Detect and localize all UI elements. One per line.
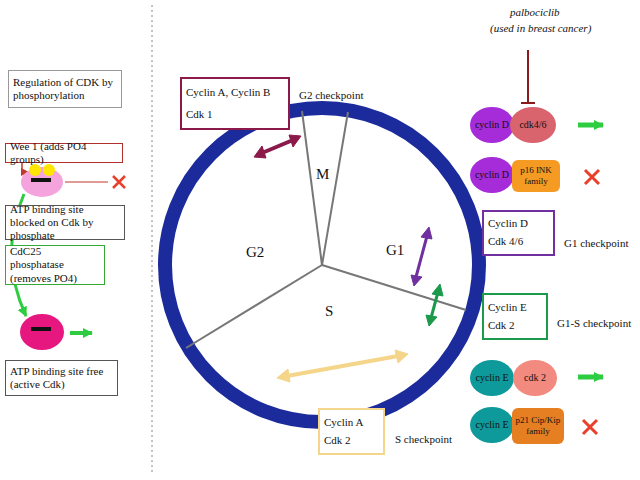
phase-label: G1 xyxy=(386,242,404,259)
checkpoint-box: Cyclin DCdk 4/6G1 checkpoint xyxy=(482,210,555,256)
cyclin-circle-fill xyxy=(470,360,514,396)
node-text: p21 Cip/Kip family xyxy=(512,415,564,437)
pointer-line xyxy=(65,181,108,182)
node-text: ATP binding site free (active Cdk) xyxy=(10,365,113,391)
cdk-name: Cdk 2 xyxy=(324,434,379,447)
node-text: Cyclin E xyxy=(488,301,542,314)
enzyme-box: Wee 1 (adds PO4 groups) xyxy=(5,143,123,163)
cdk-circle-fill xyxy=(513,360,557,396)
checkpoint-name: G2 checkpoint xyxy=(299,89,363,101)
cyclin-circle-fill xyxy=(470,157,514,193)
inhibitor-box: p21 Cip/Kip family xyxy=(512,408,564,444)
note-box: ATP binding site blocked on Cdk by phosp… xyxy=(5,205,125,240)
cyclin-circle: cyclin D xyxy=(470,157,514,193)
node-text: Cyclin A, Cyclin B xyxy=(186,86,284,99)
checkpoint-box: Cyclin ACdk 2S checkpoint xyxy=(318,408,385,455)
node-text: Wee 1 (adds PO4 groups) xyxy=(10,140,118,166)
block-cross xyxy=(113,176,125,188)
cell-cycle-ring xyxy=(165,108,479,422)
node-text: Cyclin D xyxy=(488,217,549,230)
phosphate-group xyxy=(43,164,55,176)
proceed-arrow xyxy=(578,375,603,380)
proceed-arrow xyxy=(70,331,92,335)
cyclin-circle: cyclin D xyxy=(470,107,514,143)
cdk-circle-fill xyxy=(510,107,556,143)
cyclin-circle-fill xyxy=(470,407,514,443)
phosphate-group xyxy=(29,164,41,176)
phase-divider xyxy=(186,265,322,348)
cyclin-circle-fill xyxy=(470,107,514,143)
inhibitor-box-fill xyxy=(512,408,564,444)
checkpoint-arrow xyxy=(411,227,432,286)
phase-label: G2 xyxy=(246,244,264,261)
drug-note: (used in breast cancer) xyxy=(490,22,591,34)
node-text: cyclin E xyxy=(475,372,508,384)
checkpoint-box: Cyclin ECdk 2G1-S checkpoint xyxy=(482,293,548,340)
phase-divider xyxy=(322,265,466,310)
node-text: cyclin D xyxy=(475,119,509,131)
node-text: p16 INK family xyxy=(512,165,560,187)
inhibition-bar xyxy=(521,102,535,104)
phase-label: M xyxy=(316,166,329,183)
inhibitor-box-fill xyxy=(512,160,560,192)
atp-binding-site xyxy=(31,178,51,182)
checkpoint-arrow xyxy=(277,350,408,382)
node-text: Regulation of CDK by phosphorylation xyxy=(13,76,117,102)
node-text: Cyclin A xyxy=(324,416,379,429)
divider-line xyxy=(152,5,153,475)
enzyme-box: CdC25 phosphatase (removes PO4) xyxy=(5,245,105,285)
cyclin-circle: cyclin E xyxy=(470,360,514,396)
title-box: Regulation of CDK by phosphorylation xyxy=(8,70,122,108)
phase-label: S xyxy=(325,303,333,320)
inhibition-line xyxy=(527,50,529,103)
checkpoint-name: G1-S checkpoint xyxy=(557,317,631,329)
cdk-name: Cdk 1 xyxy=(186,108,284,121)
cdk-circle: cdk 2 xyxy=(513,360,557,396)
atp-binding-site xyxy=(31,327,51,331)
block-cross xyxy=(583,420,597,434)
node-text: CdC25 phosphatase (removes PO4) xyxy=(10,245,86,285)
node-text: cdk4/6 xyxy=(519,119,546,131)
proceed-arrow xyxy=(578,123,603,128)
checkpoint-arrow xyxy=(426,284,443,326)
cyclin-circle: cyclin E xyxy=(470,407,514,443)
inhibitor-box: p16 INK family xyxy=(512,160,560,192)
active-cdk xyxy=(20,314,64,350)
drug-name: palbociclib xyxy=(510,6,560,18)
cdk-name: Cdk 2 xyxy=(488,319,542,332)
phase-divider xyxy=(322,112,348,265)
node-text: cyclin D xyxy=(475,169,509,181)
phase-divider xyxy=(302,111,322,265)
node-text: ATP binding site blocked on Cdk by phosp… xyxy=(10,203,120,243)
checkpoint-arrow xyxy=(254,135,301,158)
checkpoint-name: S checkpoint xyxy=(395,433,452,445)
checkpoint-name: G1 checkpoint xyxy=(564,237,628,249)
checkpoint-box: Cyclin A, Cyclin BCdk 1G2 checkpoint xyxy=(180,77,290,130)
cdk-circle: cdk4/6 xyxy=(510,107,556,143)
node-text: cdk 2 xyxy=(524,372,546,384)
note-box: ATP binding site free (active Cdk) xyxy=(5,360,118,396)
block-cross xyxy=(585,170,599,184)
cdk-name: Cdk 4/6 xyxy=(488,235,549,248)
inactive-cdk xyxy=(21,167,63,197)
node-text: cyclin E xyxy=(475,419,508,431)
